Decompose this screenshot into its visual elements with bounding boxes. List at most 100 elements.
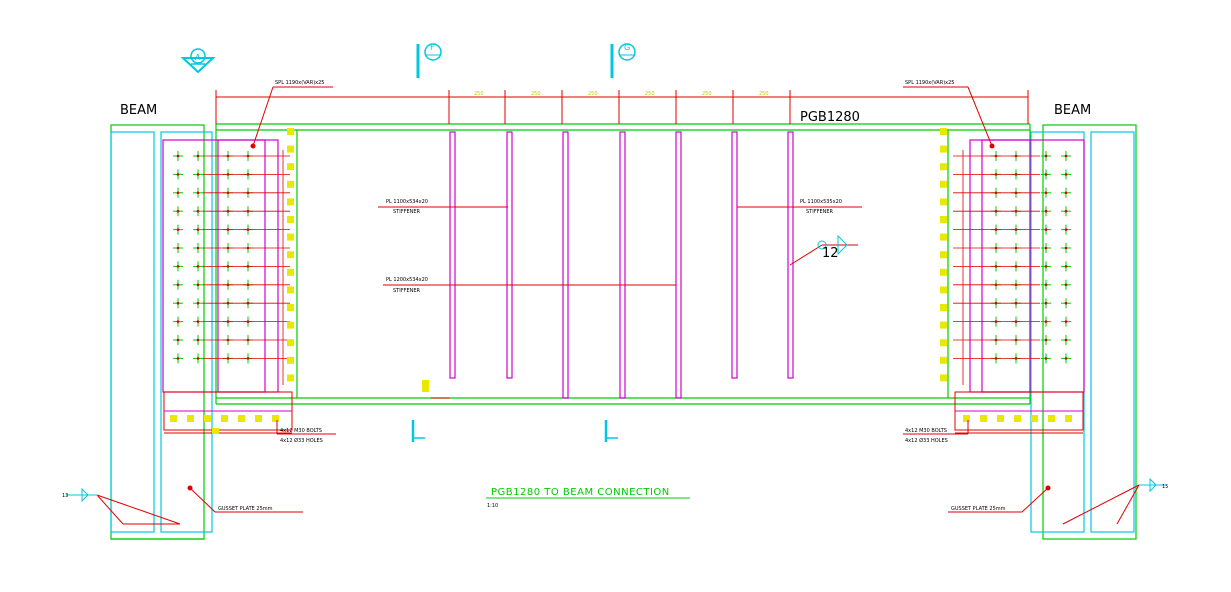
bolt-icon: [1061, 224, 1071, 235]
weld-markers-bottom: [170, 380, 1072, 434]
weld-marker: [940, 128, 947, 135]
bolt-icon: [173, 261, 183, 272]
weld-marker: [287, 374, 294, 382]
bolt-icon: [1041, 298, 1051, 309]
weld-symbol-12: [789, 234, 858, 266]
dim-4: 250: [645, 91, 655, 97]
drawing-title: PGB1280 TO BEAM CONNECTION: [491, 487, 670, 498]
bolts-right-label-2: 4x12 Ø33 HOLES: [905, 437, 948, 444]
bolts-left-label-1: 4x12 M30 BOLTS: [280, 428, 322, 434]
bolt-icon: [193, 187, 203, 198]
weld-marker: [287, 198, 294, 206]
weld-marker: [940, 304, 947, 311]
weld-marker: [1031, 415, 1038, 422]
weld-marker: [1048, 415, 1055, 422]
weld-markers-left: [287, 128, 294, 382]
dim-1: 250: [474, 91, 484, 97]
bolt-icon: [193, 316, 203, 327]
section-marker-a: A: [180, 48, 216, 74]
weld-marker: [940, 268, 947, 276]
weld-marker: [287, 145, 294, 153]
bolt-icon: [1041, 261, 1051, 272]
weld-marker: [287, 233, 294, 241]
weld-marker: [940, 251, 947, 259]
bolt-icon: [173, 316, 183, 327]
weld-marker: [255, 415, 262, 422]
stiffener-right-label-2: STIFFENER: [806, 209, 834, 215]
weld-marker: [287, 356, 294, 364]
dim-6: 250: [759, 91, 769, 97]
stiffener-left-mid-label-2: STIFFENER: [393, 288, 421, 294]
bolt-icon: [193, 169, 203, 180]
bolt-icon: [1041, 206, 1051, 217]
splice-lines-right: [953, 150, 1040, 385]
bolt-icon: [1061, 335, 1071, 345]
stiffener-plate: [731, 131, 738, 379]
bolt-icon: [1061, 298, 1071, 309]
bolt-icon: [173, 224, 183, 235]
drawing-title-block: PGB1280 TO BEAM CONNECTION 1:10: [486, 487, 690, 509]
section-g-label: G: [624, 43, 630, 52]
weld-marker: [287, 339, 294, 347]
bolt-group-left: [173, 151, 253, 364]
bolt-icon: [193, 353, 203, 364]
bolt-icon: [1041, 224, 1051, 235]
bolt-icon: [173, 243, 183, 253]
weld-marker: [940, 286, 947, 294]
bolt-icon: [173, 187, 183, 198]
splice-right-label: SPL 1190x(VAR)x25: [905, 80, 954, 86]
top-dimension: [215, 90, 1029, 124]
bolt-icon: [193, 335, 203, 345]
weld-marker: [187, 415, 194, 422]
dim-3: 250: [588, 91, 598, 97]
bolt-icon: [193, 206, 203, 217]
bolts-right-label-1: 4x12 M30 BOLTS: [905, 428, 947, 434]
weld-marker: [997, 415, 1004, 422]
section-arrow-bottom-left: [411, 420, 425, 442]
bolts-left-label-2: 4x12 Ø33 HOLES: [280, 437, 323, 444]
bolt-icon: [173, 151, 183, 161]
stiffener-plate: [449, 131, 456, 379]
bolt-icon: [173, 279, 183, 290]
bolt-icon: [1041, 279, 1051, 290]
bolt-icon: [1061, 243, 1071, 253]
weld-markers-right: [940, 128, 947, 382]
bolt-icon: [1061, 279, 1071, 290]
dim-5: 250: [702, 91, 712, 97]
weld-marker: [238, 415, 245, 422]
bolt-icon: [1061, 206, 1071, 217]
left-column: [110, 124, 213, 540]
splice-left-leader: [250, 86, 333, 149]
bolt-icon: [173, 169, 183, 180]
section-arrow-bottom-mid: [604, 420, 618, 442]
weld-marker: [287, 180, 294, 188]
flange-splice-left: [163, 391, 293, 434]
weld-marker: [940, 163, 947, 171]
member-label: PGB1280: [800, 110, 860, 125]
weld-marker: [221, 415, 228, 422]
beam-right-label: BEAM: [1054, 103, 1091, 118]
splice-left-label: SPL 1190x(VAR)x25: [275, 80, 324, 86]
bolt-icon: [193, 224, 203, 235]
weld-marker: [287, 128, 294, 135]
stiffener-plate: [506, 131, 513, 379]
bolts-left-leader: [276, 420, 336, 435]
splice-right-leader: [903, 86, 995, 149]
weld-marker: [940, 374, 947, 382]
bolt-icon: [173, 206, 183, 217]
weld-marker: [940, 198, 947, 206]
stiffener-right-label-1: PL 1100x535x20: [800, 199, 842, 205]
stiffeners: [431, 131, 794, 399]
bolt-icon: [173, 335, 183, 345]
weld-marker: [963, 415, 970, 422]
bolt-icon: [1041, 187, 1051, 198]
bolt-icon: [1061, 353, 1071, 364]
bolt-icon: [193, 151, 203, 161]
bolt-icon: [1061, 169, 1071, 180]
stiffener-plate: [619, 131, 626, 399]
beam-left-label: BEAM: [120, 103, 157, 118]
weld-marker: [1014, 415, 1021, 422]
bolts-right-leader: [903, 420, 969, 435]
gusset-right-weld: [1139, 477, 1165, 493]
